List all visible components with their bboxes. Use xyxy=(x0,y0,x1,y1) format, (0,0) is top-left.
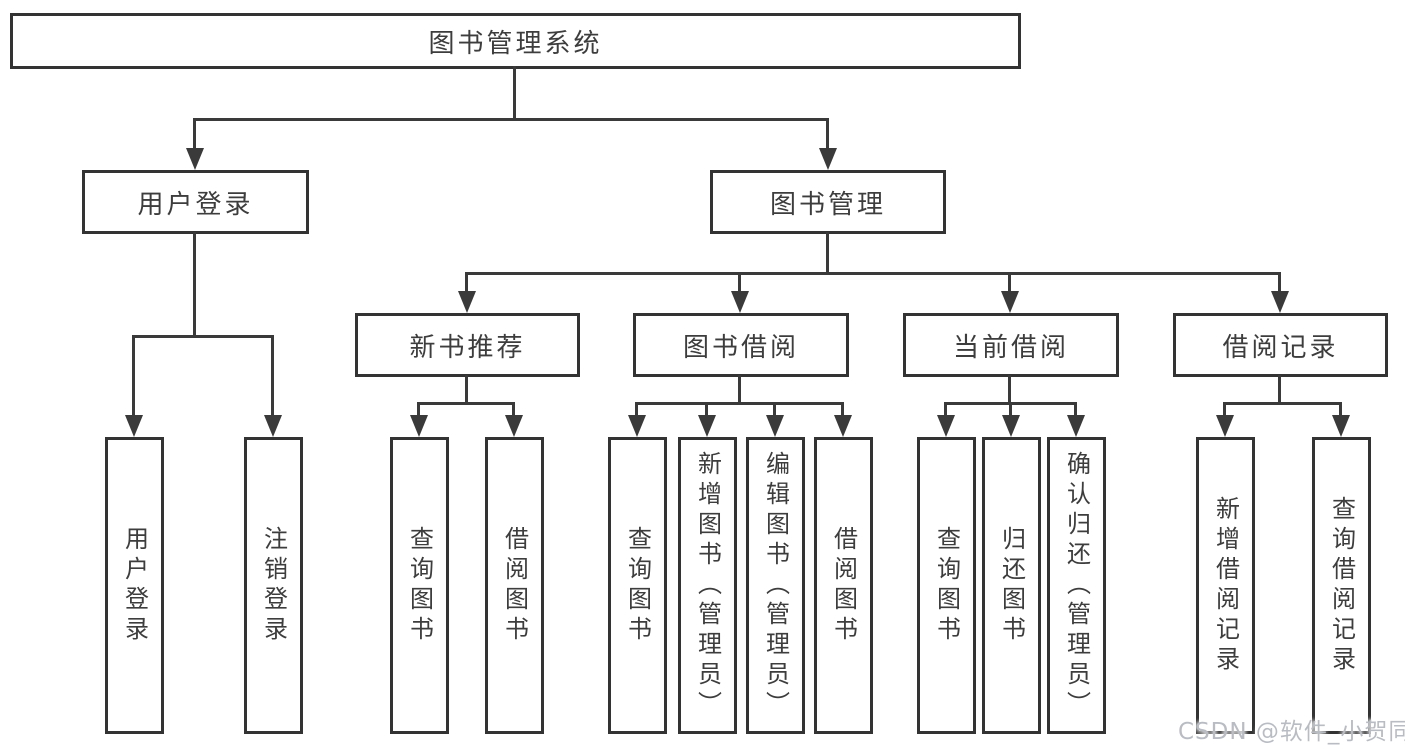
leaf-borrow-query-books-label: 查询图书 xyxy=(623,525,652,646)
node-book-borrow-label: 图书借阅 xyxy=(682,332,799,363)
connector-stem-recommend-query xyxy=(417,402,420,417)
leaf-borrow-books-label: 借阅图书 xyxy=(829,525,858,646)
connector-stem-new-book-recommend xyxy=(465,272,468,293)
leaf-return-books-label: 归还图书 xyxy=(997,525,1026,646)
connector-stem-cur-return xyxy=(1009,402,1012,417)
arrow-bb-borrow xyxy=(834,415,852,437)
arrow-current-borrow xyxy=(1001,291,1019,313)
connector-stem-cur-confirm xyxy=(1074,402,1077,417)
node-book-mgmt: 图书管理 xyxy=(710,170,946,234)
connector-stem-recommend-borrow xyxy=(512,402,515,417)
leaf-query-borrow-record-label: 查询借阅记录 xyxy=(1327,495,1356,676)
arrow-book-borrow xyxy=(731,291,749,313)
connector-bus-user-login xyxy=(132,335,274,338)
connector-stem-rec-add xyxy=(1223,402,1226,417)
leaf-recommend-borrow-books-label: 借阅图书 xyxy=(500,525,529,646)
arrow-new-book-recommend xyxy=(458,291,476,313)
connector-stem-bb-query xyxy=(635,402,638,417)
leaf-recommend-borrow-books: 借阅图书 xyxy=(485,437,544,734)
watermark-text: CSDN @软件_小贺同学 xyxy=(1178,719,1405,745)
connector-bus-recommend xyxy=(417,402,515,405)
leaf-edit-books-admin: 编辑图书（管理员） xyxy=(746,437,805,734)
arrow-leaf-logout xyxy=(264,415,282,437)
leaf-add-borrow-record-label: 新增借阅记录 xyxy=(1211,495,1240,676)
connector-root-drop xyxy=(513,66,516,121)
connector-recommend-drop xyxy=(465,375,468,405)
connector-stem-book-borrow xyxy=(738,272,741,293)
connector-bus-level3 xyxy=(465,272,1281,275)
leaf-borrow-books: 借阅图书 xyxy=(814,437,873,734)
arrow-cur-query xyxy=(937,415,955,437)
arrow-user-login xyxy=(186,148,204,170)
leaf-user-login: 用户登录 xyxy=(105,437,164,734)
leaf-logout: 注销登录 xyxy=(244,437,303,734)
leaf-logout-label: 注销登录 xyxy=(259,525,288,646)
connector-current-drop xyxy=(1008,375,1011,405)
arrow-rec-query xyxy=(1332,415,1350,437)
arrow-bb-add xyxy=(698,415,716,437)
connector-user-login-drop xyxy=(193,232,196,338)
leaf-current-query-books-label: 查询图书 xyxy=(932,525,961,646)
node-new-book-recommend-label: 新书推荐 xyxy=(409,332,526,363)
leaf-add-borrow-record: 新增借阅记录 xyxy=(1196,437,1255,734)
node-book-borrow: 图书借阅 xyxy=(633,313,849,377)
node-current-borrow: 当前借阅 xyxy=(903,313,1119,377)
arrow-bb-edit xyxy=(766,415,784,437)
leaf-recommend-query-books: 查询图书 xyxy=(390,437,449,734)
connector-bus-level2 xyxy=(194,118,828,121)
arrow-cur-return xyxy=(1002,415,1020,437)
arrow-rec-add xyxy=(1216,415,1234,437)
node-borrow-records: 借阅记录 xyxy=(1173,313,1388,377)
node-book-mgmt-label: 图书管理 xyxy=(769,189,886,220)
arrow-cur-confirm xyxy=(1067,415,1085,437)
connector-stem-user-login xyxy=(193,118,196,150)
leaf-add-books-admin: 新增图书（管理员） xyxy=(678,437,737,734)
leaf-confirm-return-admin-label: 确认归还（管理员） xyxy=(1062,450,1091,721)
node-root: 图书管理系统 xyxy=(10,13,1021,69)
arrow-borrow-records xyxy=(1271,291,1289,313)
connector-stem-cur-query xyxy=(944,402,947,417)
connector-bus-book-borrow xyxy=(635,402,844,405)
leaf-current-query-books: 查询图书 xyxy=(917,437,976,734)
leaf-return-books: 归还图书 xyxy=(982,437,1041,734)
connector-bus-records xyxy=(1223,402,1342,405)
leaf-borrow-query-books: 查询图书 xyxy=(608,437,667,734)
leaf-query-borrow-record: 查询借阅记录 xyxy=(1312,437,1371,734)
connector-stem-borrow-records xyxy=(1278,272,1281,293)
connector-stem-bb-edit xyxy=(773,402,776,417)
arrow-recommend-query xyxy=(410,415,428,437)
connector-stem-leaf-user-login xyxy=(132,335,135,417)
node-user-login-label: 用户登录 xyxy=(137,189,254,220)
connector-stem-book-mgmt xyxy=(826,118,829,150)
connector-stem-current-borrow xyxy=(1008,272,1011,293)
connector-book-mgmt-drop xyxy=(826,232,829,275)
node-user-login: 用户登录 xyxy=(82,170,309,234)
node-new-book-recommend: 新书推荐 xyxy=(355,313,580,377)
leaf-add-books-admin-label: 新增图书（管理员） xyxy=(693,450,722,721)
node-current-borrow-label: 当前借阅 xyxy=(952,332,1069,363)
node-root-label: 图书管理系统 xyxy=(428,28,603,59)
leaf-user-login-label: 用户登录 xyxy=(120,525,149,646)
connector-stem-bb-add xyxy=(705,402,708,417)
arrow-book-mgmt xyxy=(819,148,837,170)
node-borrow-records-label: 借阅记录 xyxy=(1222,332,1339,363)
leaf-edit-books-admin-label: 编辑图书（管理员） xyxy=(761,450,790,721)
arrow-bb-query xyxy=(628,415,646,437)
connector-records-drop xyxy=(1278,375,1281,405)
arrow-recommend-borrow xyxy=(505,415,523,437)
arrow-leaf-user-login xyxy=(125,415,143,437)
leaf-recommend-query-books-label: 查询图书 xyxy=(405,525,434,646)
connector-book-borrow-drop xyxy=(738,375,741,405)
connector-stem-bb-borrow xyxy=(841,402,844,417)
leaf-confirm-return-admin: 确认归还（管理员） xyxy=(1047,437,1106,734)
connector-stem-rec-query xyxy=(1339,402,1342,417)
connector-stem-leaf-logout xyxy=(271,335,274,417)
